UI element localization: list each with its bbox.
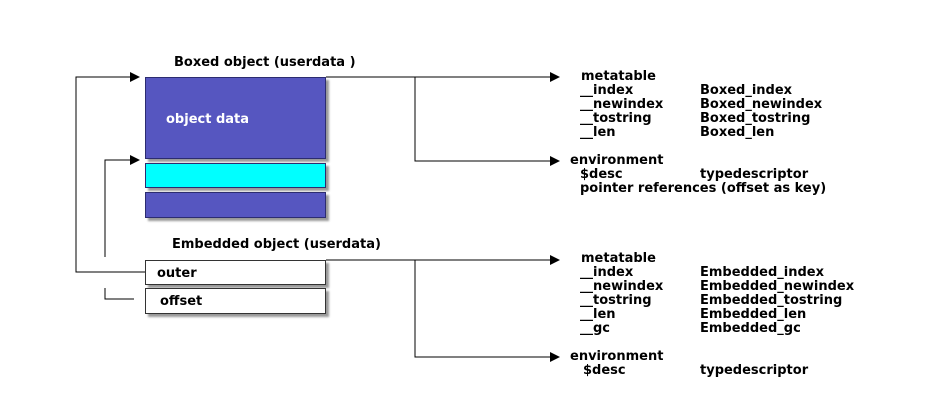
boxed-metatable-key: __newindex bbox=[580, 97, 664, 112]
embedded-metatable-key: __gc bbox=[580, 321, 611, 336]
boxed-object-tail-block bbox=[145, 192, 326, 218]
boxed-metatable-key: __tostring bbox=[580, 111, 652, 126]
embedded-metatable-value: Embedded_gc bbox=[700, 321, 801, 336]
boxed-to-environment-arrow bbox=[414, 77, 560, 166]
embedded-offset-field: offset bbox=[145, 288, 326, 314]
embedded-environment-title: environment bbox=[570, 349, 664, 364]
embedded-metatable-key: __len bbox=[580, 307, 616, 322]
embedded-outer-field: outer bbox=[145, 260, 326, 285]
outer-to-boxed-arrow bbox=[75, 72, 145, 273]
embedded-to-environment-arrow bbox=[414, 260, 560, 362]
boxed-metatable-key: __index bbox=[580, 83, 634, 98]
embedded-metatable-value: Embedded_tostring bbox=[700, 293, 843, 308]
offset-to-slot-arrow bbox=[104, 288, 134, 300]
embedded-metatable-value: Embedded_len bbox=[700, 307, 807, 322]
slot-pointer-arrow bbox=[104, 155, 140, 257]
embedded-metatable-title: metatable bbox=[581, 251, 656, 266]
boxed-metatable-value: Boxed_tostring bbox=[700, 111, 811, 126]
boxed-object-title: Boxed object (userdata ) bbox=[174, 55, 356, 70]
boxed-environment-desc-value: typedescriptor bbox=[700, 167, 809, 182]
offset-label: offset bbox=[160, 294, 203, 309]
embedded-metatable-key: __index bbox=[580, 265, 634, 280]
boxed-metatable-value: Boxed_len bbox=[700, 125, 775, 140]
boxed-environment-title: environment bbox=[570, 153, 664, 168]
boxed-metatable-value: Boxed_index bbox=[700, 83, 793, 98]
boxed-metatable-title: metatable bbox=[581, 69, 656, 84]
embedded-metatable-key: __tostring bbox=[580, 293, 652, 308]
boxed-metatable-key: __len bbox=[580, 125, 616, 140]
boxed-object-data-block: object data bbox=[145, 77, 326, 159]
object-data-label: object data bbox=[166, 112, 250, 127]
embedded-metatable-key: __newindex bbox=[580, 279, 664, 294]
boxed-environment-pointer-refs: pointer references (offset as key) bbox=[580, 181, 827, 196]
embedded-environment-desc-key: $desc bbox=[583, 363, 626, 378]
boxed-object-slot-block bbox=[145, 163, 326, 188]
boxed-metatable-value: Boxed_newindex bbox=[700, 97, 823, 112]
embedded-metatable-value: Embedded_index bbox=[700, 265, 825, 280]
outer-label: outer bbox=[157, 266, 197, 281]
boxed-environment-desc-key: $desc bbox=[580, 167, 623, 182]
embedded-metatable-value: Embedded_newindex bbox=[700, 279, 855, 294]
embedded-object-title: Embedded object (userdata) bbox=[172, 237, 381, 252]
embedded-environment-desc-value: typedescriptor bbox=[700, 363, 809, 378]
